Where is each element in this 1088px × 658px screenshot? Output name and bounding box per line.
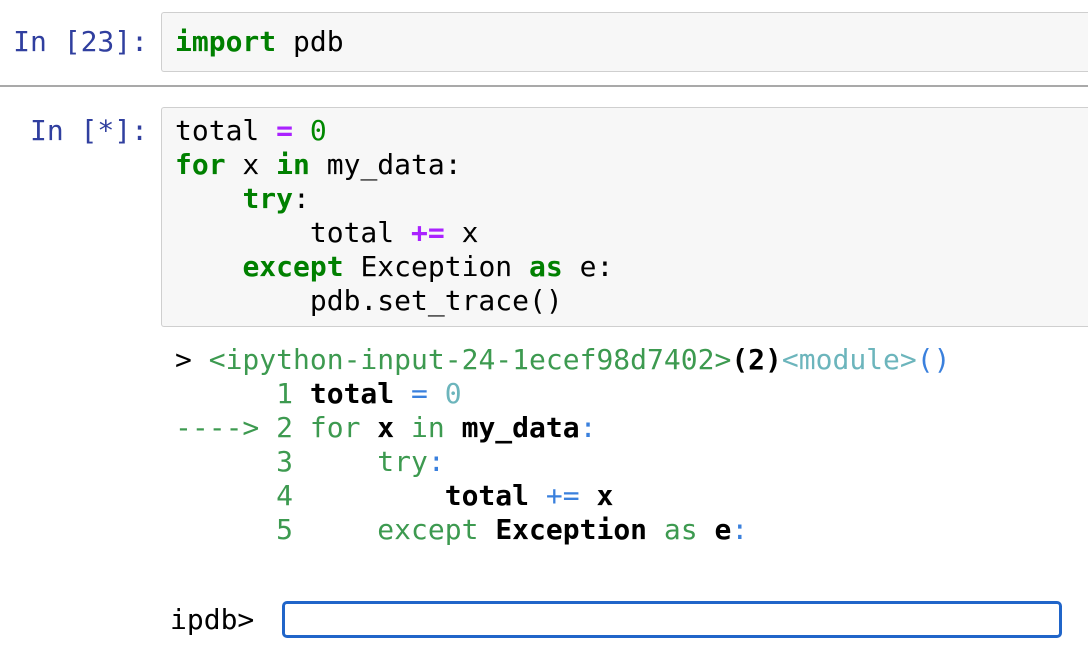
code-token	[175, 182, 242, 215]
code-token: x	[596, 479, 614, 512]
code-token: my_data	[461, 411, 580, 444]
input-prompt-1: In [23]:	[13, 25, 148, 58]
code-line: ----> 2 for x in my_data:	[175, 411, 1088, 445]
code-token: 0	[444, 377, 462, 410]
code-token: =	[276, 114, 294, 147]
code-token	[394, 411, 411, 444]
output-prompt-spacer	[0, 343, 161, 547]
code-token: :	[427, 445, 445, 478]
code-token: try	[377, 445, 428, 478]
code-token	[310, 479, 445, 512]
code-token: =	[411, 377, 445, 410]
code-token: >	[175, 343, 209, 376]
code-token: total	[309, 377, 412, 410]
code-token: x	[225, 148, 277, 181]
code-token: in	[411, 411, 445, 444]
code-token: :	[579, 411, 597, 444]
code-token: pdb.set_trace()	[175, 284, 563, 317]
code-token: except	[377, 513, 479, 546]
code-token	[445, 411, 462, 444]
code-token: 4	[175, 479, 310, 512]
code-token: 5	[175, 513, 310, 546]
output-area: > <ipython-input-24-1ecef98d7402>(2)<mod…	[0, 343, 1088, 547]
code-line: import pdb	[175, 25, 1088, 59]
input-prompt-2: In [*]:	[29, 114, 148, 147]
code-line: for x in my_data:	[175, 148, 1088, 182]
code-token: import	[175, 25, 277, 58]
code-token: ()	[916, 343, 951, 376]
code-token: my_data:	[309, 148, 462, 181]
code-token: e	[714, 513, 732, 546]
code-token: :	[731, 513, 749, 546]
code-token: total	[444, 479, 546, 512]
code-token: as	[529, 250, 563, 283]
code-token: e:	[562, 250, 614, 283]
cell-divider	[0, 85, 1088, 87]
code-token: <module>	[781, 343, 917, 376]
code-token	[698, 513, 715, 546]
code-token: Exception	[343, 250, 530, 283]
code-token: for	[309, 411, 361, 444]
code-editor-1[interactable]: import pdb	[161, 12, 1088, 72]
ipdb-command-input[interactable]	[282, 601, 1063, 638]
code-line: try:	[175, 182, 1088, 216]
code-line: > <ipython-input-24-1ecef98d7402>(2)<mod…	[175, 343, 1088, 377]
code-token: for	[175, 148, 226, 181]
ipdb-prompt-row: ipdb>	[0, 601, 1088, 638]
code-line: total += x	[175, 216, 1088, 250]
code-line: 4 total += x	[175, 479, 1088, 513]
code-token: x	[444, 216, 479, 249]
code-token: +=	[545, 479, 597, 512]
code-line: 1 total = 0	[175, 377, 1088, 411]
code-token	[293, 114, 310, 147]
code-token	[360, 411, 377, 444]
code-token: as	[663, 513, 698, 546]
code-lines-1: import pdb	[175, 25, 1088, 59]
code-token: total	[175, 114, 277, 147]
code-token: except	[242, 250, 344, 283]
code-token	[647, 513, 664, 546]
code-line: pdb.set_trace()	[175, 284, 1088, 318]
code-token: try	[242, 182, 294, 215]
code-token	[175, 250, 242, 283]
code-token: Exception	[495, 513, 648, 546]
code-token	[310, 513, 377, 546]
code-token: pdb	[276, 25, 344, 58]
code-cell-1: In [23]: import pdb	[0, 12, 1088, 72]
code-token: :	[293, 182, 310, 215]
code-token	[310, 445, 377, 478]
code-token: +=	[411, 216, 445, 249]
code-token: in	[276, 148, 310, 181]
ipdb-prompt-label: ipdb>	[170, 602, 255, 636]
code-token: total	[175, 216, 412, 249]
code-token: <ipython-input-24-1ecef98d7402>	[208, 343, 732, 376]
code-token	[478, 513, 495, 546]
code-token: 3	[175, 445, 310, 478]
code-line: 3 try:	[175, 445, 1088, 479]
pdb-trace-output: > <ipython-input-24-1ecef98d7402>(2)<mod…	[161, 343, 1088, 547]
code-token: 1	[175, 377, 310, 410]
code-line: 5 except Exception as e:	[175, 513, 1088, 547]
code-line: except Exception as e:	[175, 250, 1088, 284]
code-token: ----> 2	[175, 411, 310, 444]
code-line: total = 0	[175, 114, 1088, 148]
code-token: 0	[309, 114, 327, 147]
code-token: x	[377, 411, 395, 444]
code-token: (2)	[731, 343, 782, 376]
